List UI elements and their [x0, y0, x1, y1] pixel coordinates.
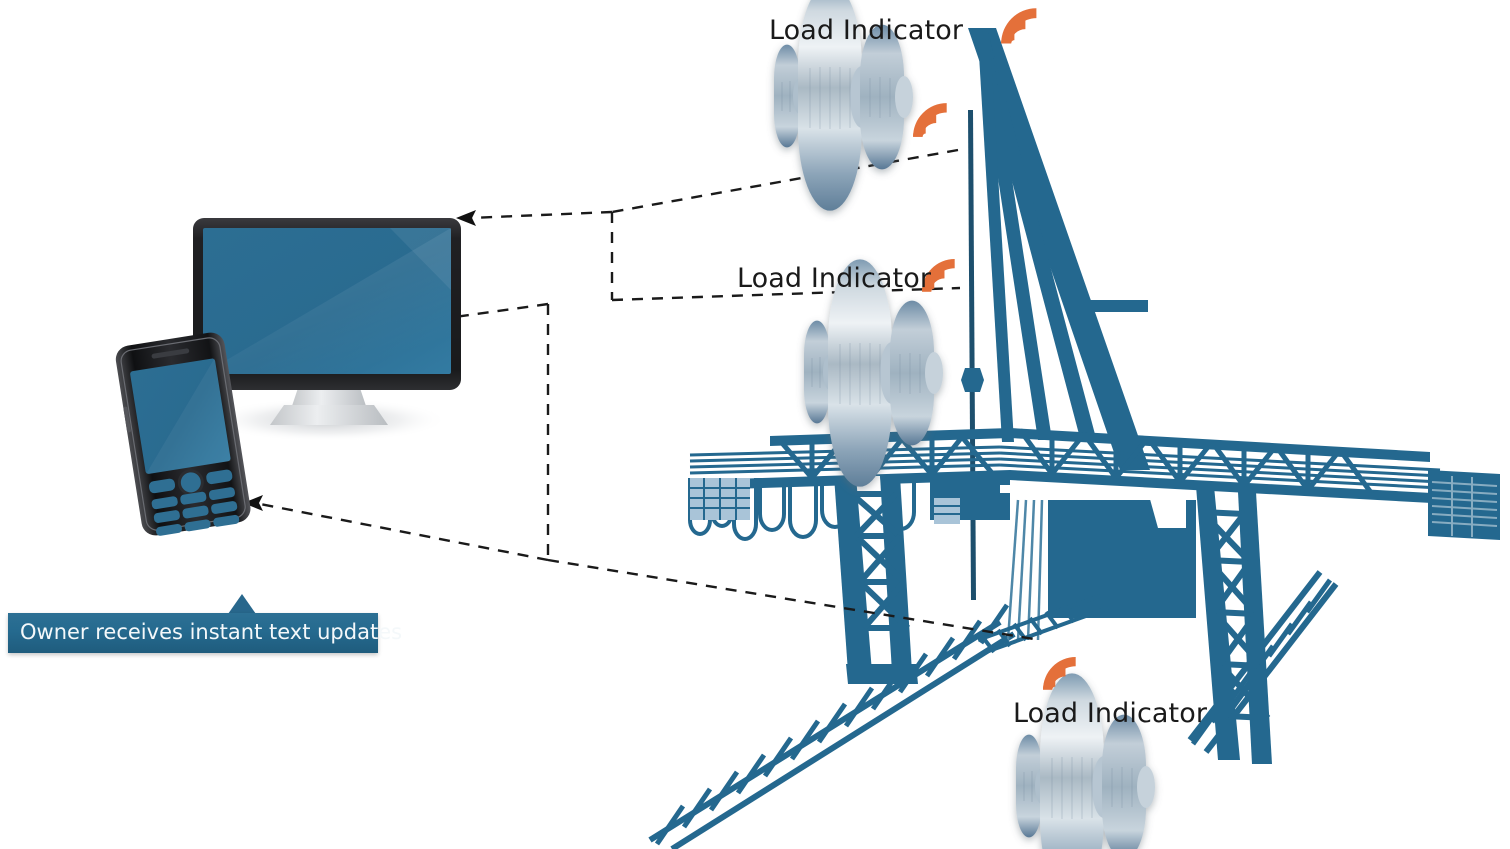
desktop-monitor-icon[interactable]	[193, 218, 461, 442]
load-indicator-label-middle: Load Indicator	[737, 263, 932, 294]
phone-earpiece	[151, 348, 190, 359]
phone-volume-button	[123, 406, 131, 433]
crane-rail-track-icon	[648, 570, 1339, 849]
load-indicator-label-top: Load Indicator	[769, 15, 964, 46]
owner-updates-banner-text: Owner receives instant text updates	[20, 620, 403, 644]
mobile-phone-icon[interactable]	[114, 331, 253, 540]
crane-leg-left	[834, 476, 918, 684]
crane-mast	[968, 28, 1150, 470]
load-indicator-label-bottom: Load Indicator	[1013, 698, 1208, 729]
gantry-crane-icon	[648, 28, 1500, 849]
phone-softkey-right	[206, 469, 233, 485]
crane-leg-right	[1196, 486, 1272, 764]
monitor-stand-base	[270, 405, 388, 425]
phone-softkey-left	[148, 478, 176, 494]
phone-keypad	[151, 487, 238, 523]
phone-screen	[130, 358, 231, 474]
owner-updates-banner: Owner receives instant text updates	[8, 613, 402, 653]
phone-navigation-button	[180, 472, 201, 493]
banner-pointer	[228, 594, 256, 614]
